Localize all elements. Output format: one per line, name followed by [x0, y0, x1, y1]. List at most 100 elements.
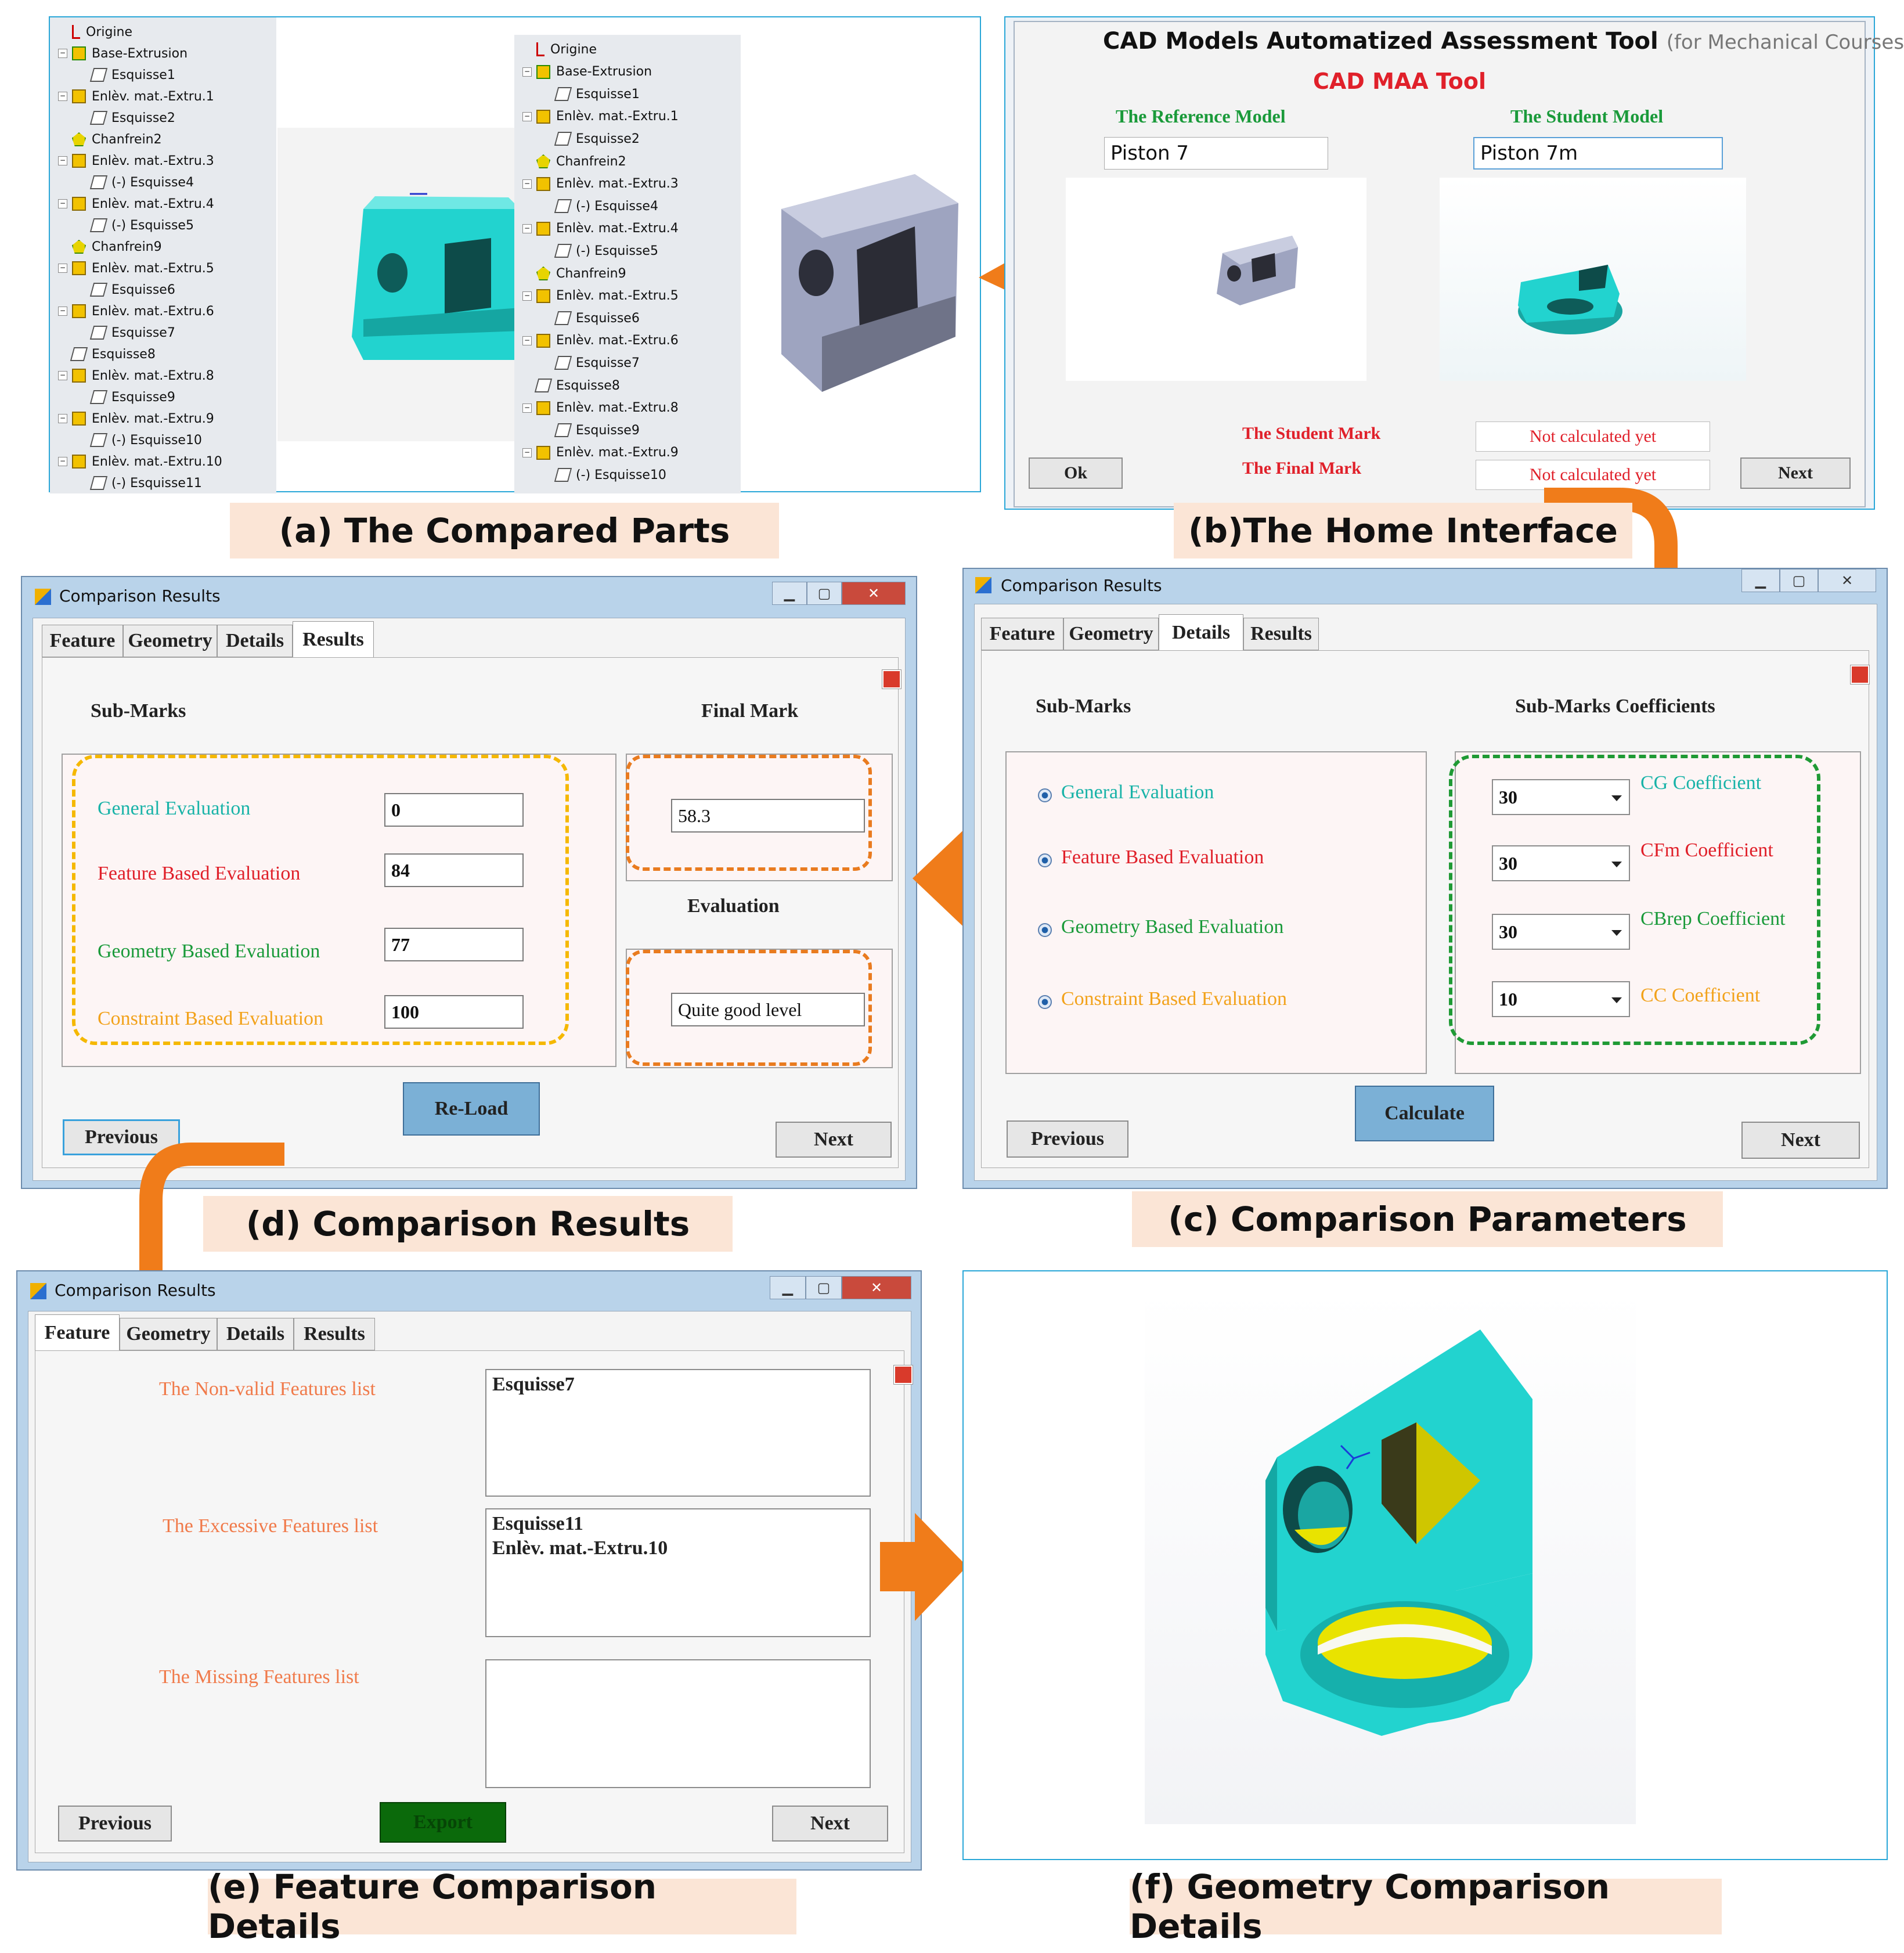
tree-item[interactable]: Esquisse7 [89, 322, 175, 344]
maximize-button[interactable]: ▢ [807, 582, 842, 605]
tab-feature[interactable]: Feature [42, 625, 123, 657]
tab-feature[interactable]: Feature [35, 1314, 120, 1350]
tree-item[interactable]: Chanfrein2 [522, 150, 626, 172]
tree-item[interactable]: (-) Esquisse10 [89, 429, 202, 451]
tab-details[interactable]: Details [1159, 614, 1243, 650]
collapse-toggle-icon[interactable]: − [522, 111, 532, 121]
export-icon[interactable] [882, 670, 901, 689]
collapse-toggle-icon[interactable]: − [522, 67, 532, 77]
tree-item[interactable]: −Enlèv. mat.-Extru.5 [522, 285, 679, 307]
tree-item[interactable]: Esquisse6 [554, 307, 640, 329]
collapse-toggle-icon[interactable]: − [522, 336, 532, 345]
cfm-coefficient-select[interactable]: 30 [1492, 845, 1630, 881]
export-button[interactable]: Export [380, 1802, 506, 1843]
collapse-toggle-icon[interactable]: − [58, 371, 67, 380]
collapse-toggle-icon[interactable]: − [58, 199, 67, 208]
collapse-toggle-icon[interactable]: − [58, 49, 67, 58]
reload-button[interactable]: Re-Load [403, 1082, 540, 1136]
tree-item[interactable]: Esquisse7 [554, 352, 640, 374]
tree-item[interactable]: −Base-Extrusion [58, 42, 187, 64]
collapse-toggle-icon[interactable]: − [522, 179, 532, 189]
tree-item[interactable]: −Enlèv. mat.-Extru.4 [58, 193, 214, 215]
tree-item[interactable]: Esquisse2 [554, 128, 640, 150]
tree-item[interactable]: (-) Esquisse5 [554, 240, 658, 262]
collapse-toggle-icon[interactable]: − [58, 414, 67, 423]
tree-item[interactable]: −Enlèv. mat.-Extru.9 [58, 408, 214, 430]
radio-feature[interactable] [1038, 853, 1052, 867]
tree-item[interactable]: Esquisse9 [89, 386, 175, 408]
tab-results[interactable]: Results [294, 1318, 375, 1350]
minimize-button[interactable]: ▁ [770, 1276, 806, 1299]
tree-item[interactable]: Chanfrein2 [58, 128, 162, 150]
maximize-button[interactable]: ▢ [1780, 569, 1818, 592]
tree-item[interactable]: (-) Esquisse11 [89, 472, 202, 493]
tree-item[interactable]: Chanfrein9 [522, 262, 626, 284]
next-button-e[interactable]: Next [772, 1806, 888, 1842]
close-button[interactable]: ✕ [1818, 569, 1876, 592]
tree-item[interactable]: Esquisse1 [554, 83, 640, 105]
collapse-toggle-icon[interactable]: − [58, 307, 67, 316]
cbrep-coefficient-select[interactable]: 30 [1492, 914, 1630, 950]
missing-features-list[interactable] [485, 1659, 871, 1788]
cc-coefficient-select[interactable]: 10 [1492, 981, 1630, 1017]
radio-geometry[interactable] [1038, 923, 1052, 937]
previous-button[interactable]: Previous [58, 1806, 172, 1842]
student-model-field[interactable]: Piston 7m [1473, 137, 1723, 170]
tree-item[interactable]: −Base-Extrusion [522, 61, 652, 83]
tree-item[interactable]: Origine [58, 21, 132, 43]
next-button-c[interactable]: Next [1741, 1122, 1860, 1159]
tree-item[interactable]: −Enlèv. mat.-Extru.6 [58, 300, 214, 322]
tree-item[interactable]: −Enlèv. mat.-Extru.4 [522, 218, 679, 240]
cg-coefficient-select[interactable]: 30 [1492, 779, 1630, 815]
collapse-toggle-icon[interactable]: − [522, 448, 532, 457]
tree-item[interactable]: −Enlèv. mat.-Extru.8 [58, 365, 214, 387]
tree-item[interactable]: −Enlèv. mat.-Extru.10 [58, 451, 222, 473]
minimize-button[interactable]: ▁ [772, 582, 807, 605]
previous-button[interactable]: Previous [63, 1119, 180, 1155]
collapse-toggle-icon[interactable]: − [58, 92, 67, 101]
tree-item[interactable]: −Enlèv. mat.-Extru.8 [522, 397, 679, 419]
collapse-toggle-icon[interactable]: − [58, 264, 67, 273]
excessive-features-list[interactable]: Esquisse11 Enlèv. mat.-Extru.10 [485, 1508, 871, 1637]
nonvalid-features-list[interactable]: Esquisse7 [485, 1369, 871, 1497]
tree-item[interactable]: Esquisse9 [554, 419, 640, 441]
next-button-d[interactable]: Next [776, 1122, 892, 1158]
tab-geometry[interactable]: Geometry [123, 625, 217, 657]
collapse-toggle-icon[interactable]: − [522, 291, 532, 301]
tree-item[interactable]: Esquisse2 [89, 107, 175, 129]
tree-item[interactable]: −Enlèv. mat.-Extru.9 [522, 442, 679, 464]
export-icon[interactable] [894, 1365, 913, 1384]
collapse-toggle-icon[interactable]: − [522, 224, 532, 233]
collapse-toggle-icon[interactable]: − [58, 156, 67, 165]
tree-item[interactable]: −Enlèv. mat.-Extru.3 [522, 173, 679, 195]
tab-results[interactable]: Results [293, 621, 374, 657]
reference-model-field[interactable]: Piston 7 [1104, 137, 1328, 170]
tree-item[interactable]: Esquisse6 [89, 279, 175, 301]
maximize-button[interactable]: ▢ [806, 1276, 842, 1299]
tree-item[interactable]: −Enlèv. mat.-Extru.3 [58, 150, 214, 172]
collapse-toggle-icon[interactable]: − [522, 403, 532, 413]
tree-item[interactable]: −Enlèv. mat.-Extru.6 [522, 330, 679, 352]
tree-item[interactable]: Esquisse8 [522, 374, 620, 397]
close-button[interactable]: ✕ [842, 582, 906, 605]
tab-geometry[interactable]: Geometry [120, 1318, 217, 1350]
tree-item[interactable]: Esquisse1 [89, 64, 175, 86]
tab-details[interactable]: Details [217, 1318, 294, 1350]
tree-item[interactable]: Chanfrein9 [58, 236, 162, 258]
tab-results[interactable]: Results [1243, 618, 1319, 650]
tree-item[interactable]: (-) Esquisse4 [554, 195, 658, 217]
radio-constraint[interactable] [1038, 995, 1052, 1009]
tree-item[interactable]: −Enlèv. mat.-Extru.1 [58, 85, 214, 107]
tree-item[interactable]: −Enlèv. mat.-Extru.1 [522, 106, 679, 128]
collapse-toggle-icon[interactable]: − [58, 457, 67, 466]
next-button[interactable]: Next [1740, 457, 1851, 489]
close-button[interactable]: ✕ [842, 1276, 911, 1299]
minimize-button[interactable]: ▁ [1741, 569, 1780, 592]
tree-item[interactable]: (-) Esquisse10 [554, 464, 666, 486]
radio-general[interactable] [1038, 788, 1052, 802]
previous-button[interactable]: Previous [1007, 1120, 1128, 1158]
tree-item[interactable]: −Enlèv. mat.-Extru.5 [58, 257, 214, 279]
tree-item[interactable]: (-) Esquisse4 [89, 171, 194, 193]
tree-item[interactable]: (-) Esquisse5 [89, 214, 194, 236]
tree-item[interactable]: Origine [522, 38, 597, 60]
